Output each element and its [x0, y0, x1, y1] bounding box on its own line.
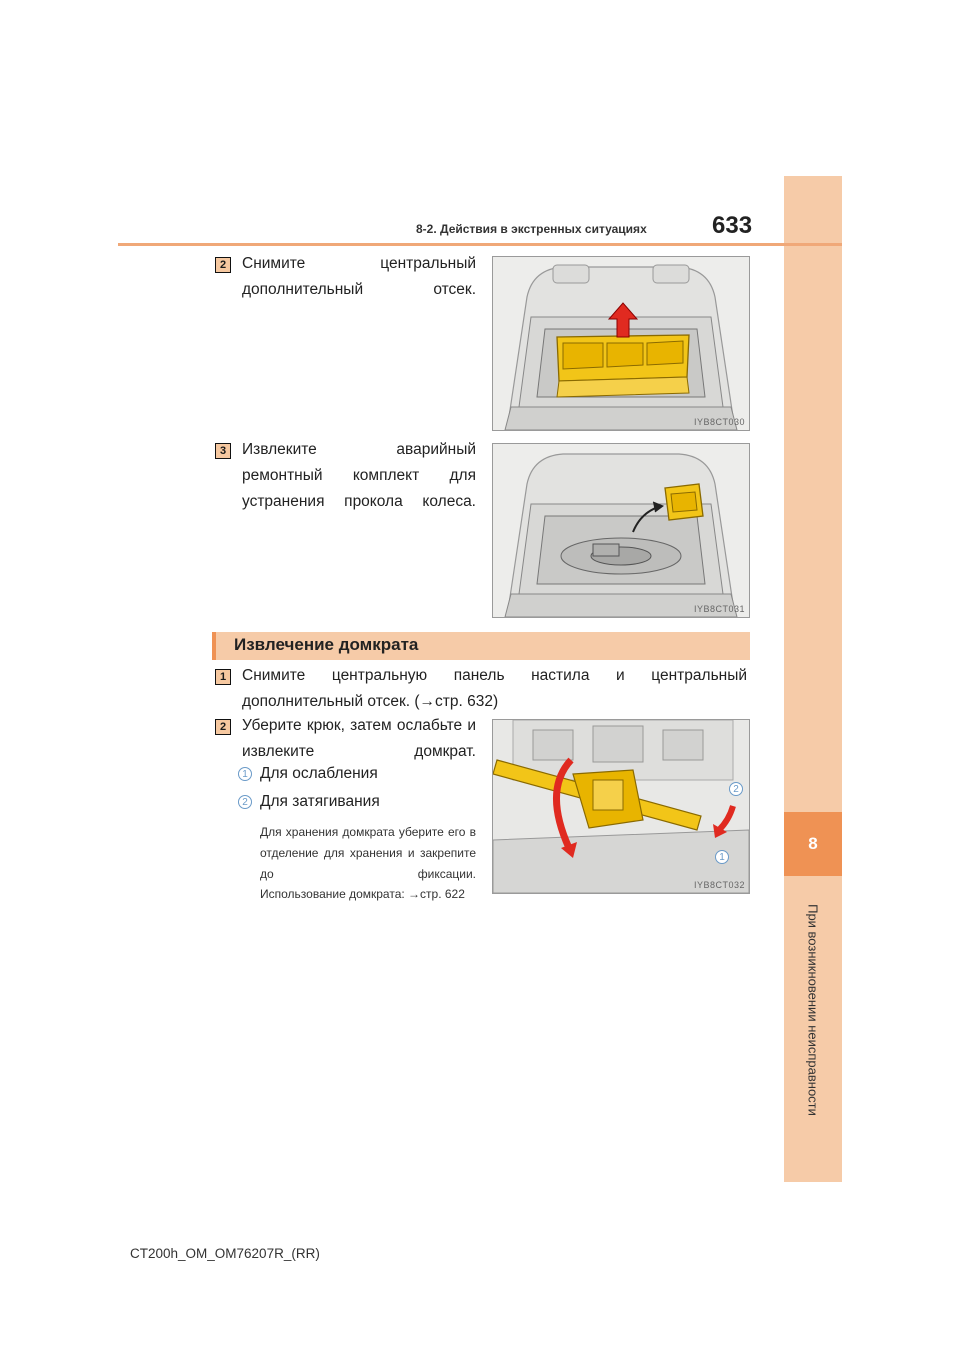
step-badge: 2	[215, 257, 231, 273]
header-divider	[118, 243, 842, 246]
step-text: Снимите центральную панель настила и цен…	[242, 667, 747, 710]
list-item-label: Для затягивания	[260, 793, 380, 810]
figure-code: IYB8CT031	[693, 604, 745, 614]
jack-illustration	[493, 720, 749, 893]
note-text: Для хранения домкрата уберите его в отде…	[260, 825, 476, 881]
list-item-label: Для ослабления	[260, 765, 378, 782]
step-badge: 2	[215, 719, 231, 735]
section-title-bar: Извлечение домкрата	[212, 632, 750, 660]
step-badge: 3	[215, 443, 231, 459]
repair-kit-illustration	[493, 444, 749, 617]
list-number: 2	[238, 795, 252, 809]
trunk-compartment-illustration	[493, 257, 749, 430]
document-code: CT200h_OM_OM76207R_(RR)	[130, 1246, 320, 1261]
trunk-figure-1: IYB8CT030	[492, 256, 750, 431]
figure-code: IYB8CT030	[693, 417, 745, 427]
chapter-side-tab	[784, 176, 842, 1182]
list-number: 1	[238, 767, 252, 781]
page-number: 633	[712, 212, 753, 239]
section-header: 8-2. Действия в экстренных ситуациях	[416, 222, 647, 236]
chapter-number: 8	[784, 812, 842, 876]
step-text: Извлеките аварийный ремонтный комплект д…	[242, 441, 476, 510]
section-title: Извлечение домкрата	[234, 635, 419, 654]
callout-number: 1	[715, 850, 729, 864]
step-text: Снимите центральный дополнительный отсек…	[242, 255, 476, 298]
jack-figure: 2 1 IYB8CT032	[492, 719, 750, 894]
reference-text: Использование домкрата: →стр. 622	[260, 887, 465, 901]
trunk-figure-2: IYB8CT031	[492, 443, 750, 618]
figure-code: IYB8CT032	[693, 880, 745, 890]
chapter-title: При возникновении неисправности	[805, 904, 821, 1116]
callout-number: 2	[729, 782, 743, 796]
step-text: Уберите крюк, затем ослабьте и извлеките…	[242, 717, 476, 760]
step-badge: 1	[215, 669, 231, 685]
